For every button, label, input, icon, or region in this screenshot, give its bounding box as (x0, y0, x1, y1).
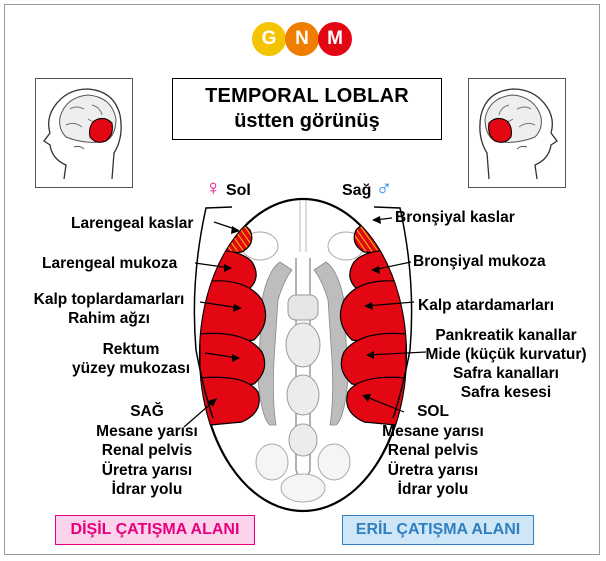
label-kalp-atardamarlari: Kalp atardamarları (418, 296, 554, 315)
female-conflict-zone: DİŞİL ÇATIŞMA ALANI (55, 515, 255, 545)
label-uretra-yarisi-right: Üretra yarısı (368, 461, 498, 481)
label-safra-kanallari: Safra kanalları (420, 364, 592, 383)
label-pankreatik-kanallar: Pankreatik kanallar (420, 326, 592, 345)
label-right-bottom-group: SOL Mesane yarısı Renal pelvis Üretra ya… (368, 402, 498, 500)
label-mide: Mide (küçük kurvatur) (420, 345, 592, 364)
label-bronsiyal-kaslar: Bronşiyal kaslar (395, 208, 515, 227)
label-bronsiyal-mukoza: Bronşiyal mukoza (413, 252, 546, 271)
label-left-bottom-group: SAĞ Mesane yarısı Renal pelvis Üretra ya… (82, 402, 212, 500)
label-rahim-agzi: Rahim ağzı (20, 309, 198, 328)
label-mesane-yarisi-right: Mesane yarısı (368, 422, 498, 442)
label-larengeal-mukoza: Larengeal mukoza (42, 254, 177, 273)
label-rektum: Rektum (60, 340, 202, 359)
label-idrar-yolu-left: İdrar yolu (82, 480, 212, 500)
label-renal-pelvis-right: Renal pelvis (368, 441, 498, 461)
label-coronary-veins-group: Kalp toplardamarları Rahim ağzı (20, 290, 198, 328)
label-sol: SOL (368, 402, 498, 422)
label-right-middle-group: Pankreatik kanallar Mide (küçük kurvatur… (420, 326, 592, 402)
label-kalp-toplardamarlari: Kalp toplardamarları (20, 290, 198, 309)
label-yuzey-mukozasi: yüzey mukozası (60, 359, 202, 378)
male-conflict-zone: ERİL ÇATIŞMA ALANI (342, 515, 534, 545)
label-idrar-yolu-right: İdrar yolu (368, 480, 498, 500)
label-rectum-group: Rektum yüzey mukozası (60, 340, 202, 378)
label-renal-pelvis-left: Renal pelvis (82, 441, 212, 461)
label-larengeal-kaslar: Larengeal kaslar (71, 214, 193, 233)
label-sag: SAĞ (82, 402, 212, 422)
label-safra-kesesi: Safra kesesi (420, 383, 592, 402)
label-uretra-yarisi-left: Üretra yarısı (82, 461, 212, 481)
label-mesane-yarisi-left: Mesane yarısı (82, 422, 212, 442)
